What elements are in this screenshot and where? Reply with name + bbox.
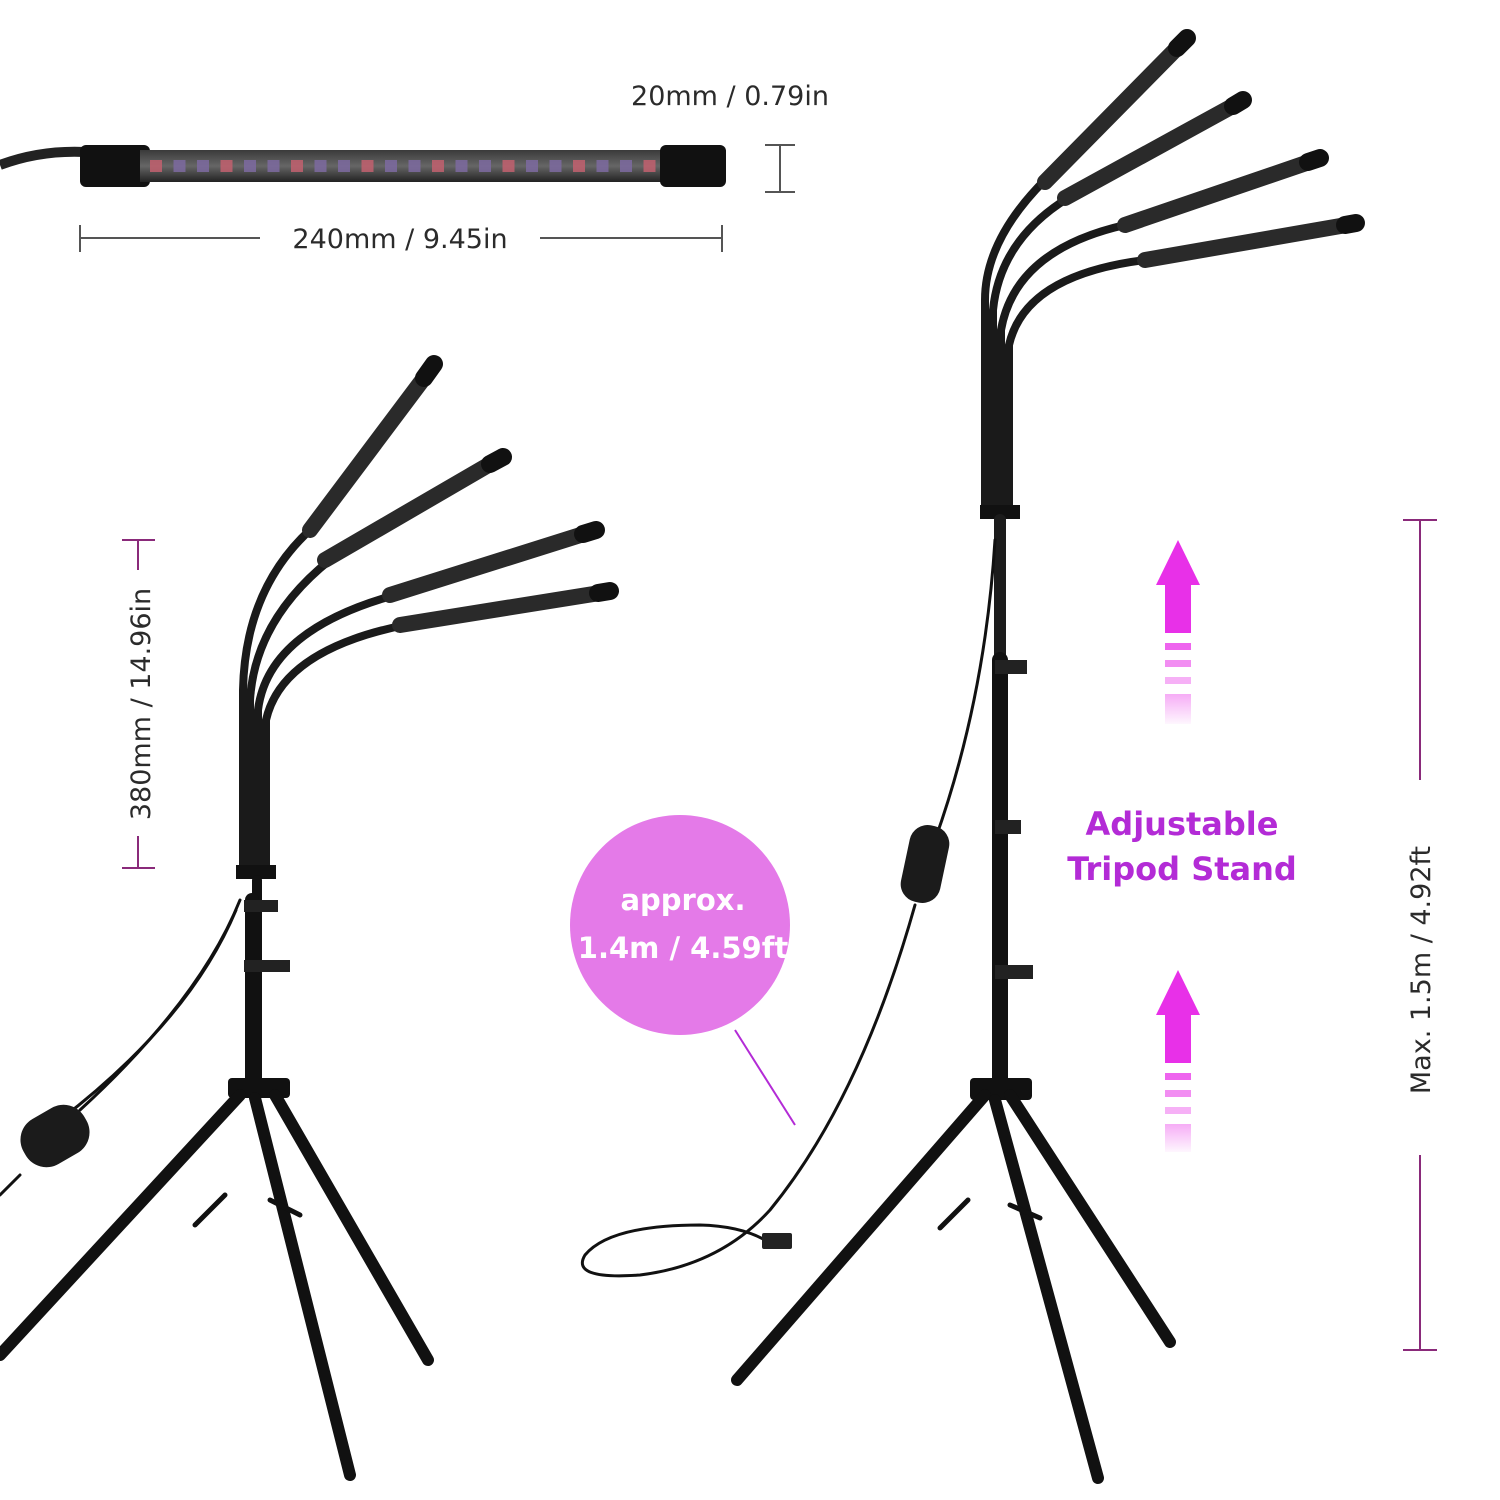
- led-chip: [197, 160, 209, 172]
- left-lamp: [0, 355, 619, 1481]
- bar-diameter-label: 20mm / 0.79in: [631, 81, 829, 112]
- cable-length-bubble: approx. 1.4m / 4.59ft: [570, 815, 796, 1126]
- led-chip: [361, 160, 374, 172]
- bubble-line-1: approx.: [620, 883, 745, 917]
- led-chip: [643, 160, 656, 172]
- max-height-dimension: Max. 1.5m / 4.92ft: [1403, 519, 1437, 1351]
- led-chip: [291, 160, 303, 172]
- led-chip: [620, 160, 632, 172]
- led-chip: [573, 160, 585, 172]
- led-chip: [150, 160, 162, 172]
- led-chip: [267, 160, 280, 172]
- gooseneck-dimension: 380mm / 14.96in: [122, 539, 157, 869]
- led-chip: [432, 160, 444, 172]
- left-controller: [20, 1104, 90, 1168]
- callout-line-1: Adjustable: [1086, 805, 1279, 843]
- led-chip: [549, 160, 562, 172]
- right-controller: [900, 825, 950, 903]
- usb-plug: [762, 1233, 792, 1249]
- bar-length-dimension: 240mm / 9.45in: [79, 224, 723, 255]
- callout-line-2: Tripod Stand: [1067, 850, 1297, 888]
- led-chip: [526, 160, 538, 172]
- up-arrow-bottom: [1156, 970, 1200, 1152]
- light-bar-detail: [0, 145, 726, 187]
- max-height-label: Max. 1.5m / 4.92ft: [1406, 846, 1437, 1094]
- led-chip: [220, 160, 233, 172]
- led-chip: [502, 160, 515, 172]
- led-chip: [338, 160, 350, 172]
- bubble-line-2: 1.4m / 4.59ft: [578, 931, 789, 965]
- right-lamp: [580, 29, 1365, 1484]
- led-chip: [244, 160, 256, 172]
- up-arrow-top: [1156, 540, 1200, 724]
- bar-diameter-dimension: 20mm / 0.79in: [631, 81, 829, 193]
- led-chip: [596, 160, 609, 172]
- led-chip: [455, 160, 468, 172]
- led-chip: [173, 160, 186, 172]
- led-chip: [408, 160, 421, 172]
- led-strip: [150, 160, 656, 172]
- led-chip: [385, 160, 397, 172]
- led-chip: [479, 160, 491, 172]
- gooseneck-length-label: 380mm / 14.96in: [126, 588, 157, 820]
- bar-length-label: 240mm / 9.45in: [292, 224, 507, 255]
- led-chip: [314, 160, 327, 172]
